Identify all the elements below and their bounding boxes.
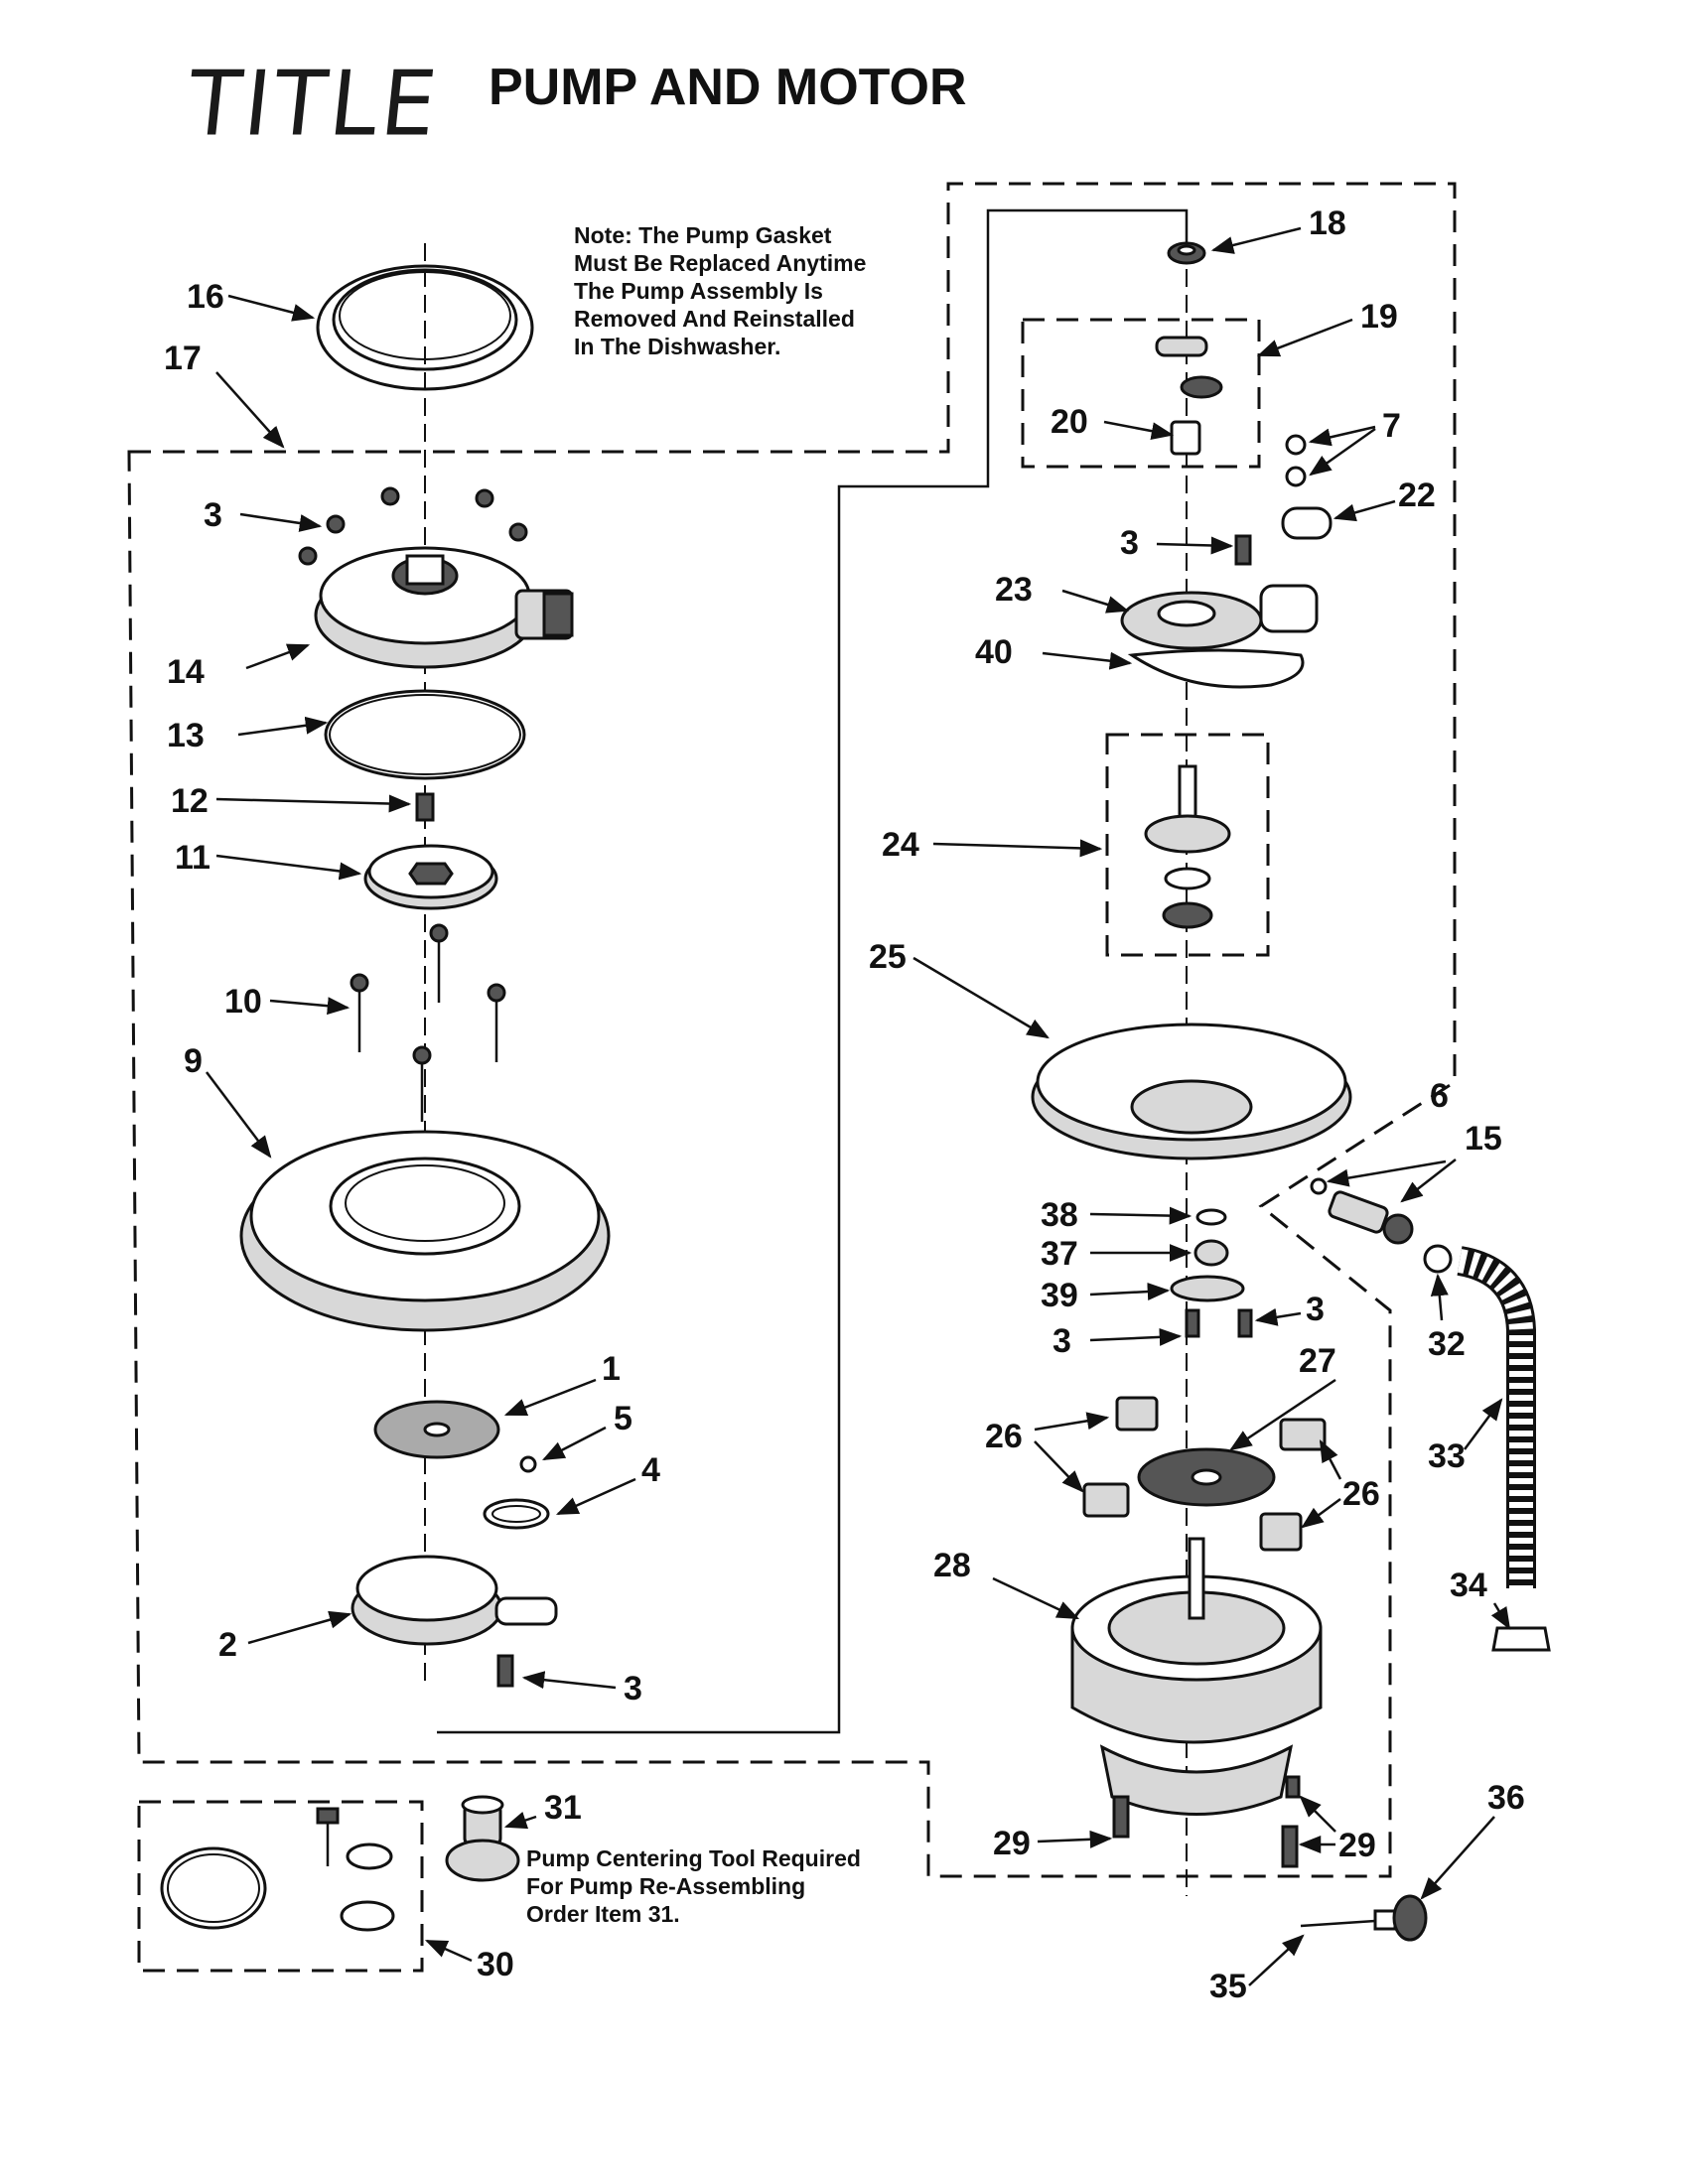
ball-5 — [519, 1455, 537, 1473]
callout-29-left: 29 — [993, 1825, 1031, 1862]
gasket-40 — [1127, 648, 1305, 689]
callout-17: 17 — [164, 340, 202, 377]
motor-mount-25 — [1031, 1023, 1352, 1160]
callout-32: 32 — [1428, 1325, 1466, 1363]
callout-39: 39 — [1041, 1277, 1078, 1314]
screws-3-top — [298, 486, 528, 566]
callout-25: 25 — [869, 938, 907, 976]
cap-34 — [1491, 1626, 1551, 1652]
pump-assembly-outline — [127, 182, 1457, 1878]
plate-27 — [1137, 1447, 1276, 1507]
o-ring-13 — [324, 689, 526, 780]
o-ring-6 — [1310, 1177, 1328, 1195]
shaft-35 — [1300, 1909, 1397, 1931]
callout-20: 20 — [1051, 403, 1088, 441]
centering-tool-31 — [445, 1795, 520, 1882]
o-ring-38 — [1195, 1208, 1227, 1226]
callout-19: 19 — [1360, 298, 1398, 336]
callout-13: 13 — [167, 717, 205, 754]
callout-26-left: 26 — [985, 1418, 1023, 1455]
gasket-note: Note: The Pump Gasket Must Be Replaced A… — [574, 222, 867, 359]
centering-tool-note: Pump Centering Tool Required For Pump Re… — [526, 1845, 861, 1927]
chamber-2 — [351, 1555, 558, 1646]
callout-labels: 16 17 3 14 13 12 11 10 9 1 5 4 2 3 31 30… — [164, 205, 1525, 2005]
callout-34: 34 — [1450, 1567, 1487, 1604]
page-title: PUMP AND MOTOR — [489, 59, 967, 116]
clip-19 — [1155, 336, 1223, 399]
callout-9: 9 — [184, 1042, 203, 1080]
callout-3-right: 3 — [1120, 524, 1139, 562]
leader-lines — [206, 226, 1511, 1986]
pump-housing-14 — [314, 546, 574, 669]
plate-23 — [1120, 584, 1319, 650]
callout-3-bottom-left: 3 — [624, 1670, 642, 1707]
callout-37: 37 — [1041, 1235, 1078, 1273]
pump-base-9 — [239, 1130, 611, 1332]
callout-27: 27 — [1299, 1342, 1336, 1380]
hose-33 — [1456, 1246, 1536, 1588]
balls-7 — [1285, 434, 1307, 487]
kit-30-contents — [160, 1807, 395, 1932]
impeller-11 — [363, 844, 498, 910]
callout-22: 22 — [1398, 477, 1436, 514]
callout-12: 12 — [171, 782, 209, 820]
clamp-32 — [1423, 1244, 1453, 1274]
callout-38: 38 — [1041, 1196, 1078, 1234]
callout-40: 40 — [975, 633, 1013, 671]
screw-3-right — [1234, 534, 1252, 566]
gasket-22 — [1281, 506, 1333, 540]
callout-35: 35 — [1209, 1968, 1247, 2005]
callout-3-motor-left: 3 — [1052, 1322, 1071, 1360]
callout-29-right: 29 — [1338, 1827, 1376, 1864]
filter-screen-1 — [373, 1400, 500, 1459]
callout-30: 30 — [477, 1946, 514, 1983]
callout-10: 10 — [224, 983, 262, 1021]
bearing-18 — [1167, 241, 1206, 265]
callout-36: 36 — [1487, 1779, 1525, 1817]
retainer-39 — [1170, 1275, 1245, 1302]
callout-5: 5 — [614, 1400, 632, 1437]
callout-31: 31 — [544, 1789, 582, 1827]
valve-15 — [1328, 1190, 1414, 1245]
screws-3-lower-right — [1185, 1308, 1253, 1338]
callout-11: 11 — [175, 839, 210, 877]
callout-33: 33 — [1428, 1437, 1466, 1475]
shaft-seal-24 — [1144, 764, 1231, 929]
callout-15: 15 — [1465, 1120, 1502, 1158]
item-30-kit-outline — [137, 1800, 424, 1973]
knob-36 — [1392, 1894, 1428, 1942]
item-19-kit-outline — [1021, 318, 1261, 469]
callout-24: 24 — [882, 826, 919, 864]
callout-26-right: 26 — [1342, 1475, 1380, 1513]
callout-14: 14 — [167, 653, 205, 691]
gasket-4 — [483, 1498, 550, 1530]
callout-2: 2 — [218, 1626, 237, 1664]
callout-28: 28 — [933, 1547, 971, 1584]
assembly-guide-line — [437, 208, 1189, 1734]
bushing-20 — [1170, 420, 1201, 456]
motor-28 — [1070, 1537, 1323, 1816]
callout-18: 18 — [1309, 205, 1346, 242]
screws-29 — [1112, 1775, 1301, 1868]
seal-37 — [1193, 1239, 1229, 1267]
screw-12 — [415, 792, 435, 822]
callout-4: 4 — [641, 1451, 660, 1489]
callout-23: 23 — [995, 571, 1033, 609]
callout-3-motor-right: 3 — [1306, 1291, 1325, 1328]
callout-1: 1 — [602, 1350, 621, 1388]
callout-6: 6 — [1430, 1077, 1449, 1115]
callout-16: 16 — [187, 278, 224, 316]
brackets-26 — [1082, 1396, 1327, 1552]
callout-7: 7 — [1382, 407, 1401, 445]
callout-3-top-left: 3 — [204, 496, 222, 534]
bolts-10 — [350, 923, 506, 1122]
screw-3-bottom-left — [496, 1654, 514, 1688]
